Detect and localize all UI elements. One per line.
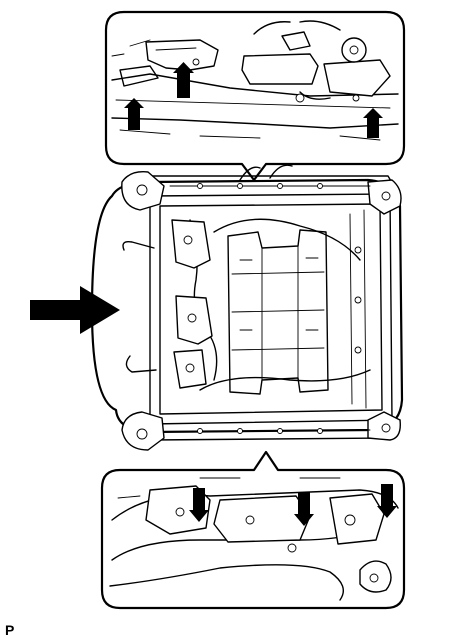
spring-grid (227, 229, 329, 395)
arrow-icon (30, 286, 120, 334)
bottom-detail-mechanism (109, 477, 399, 601)
bottom-detail-callout (100, 450, 406, 610)
arrow-icon (363, 108, 383, 138)
rail-holes (197, 183, 323, 434)
top-detail-mechanism (111, 20, 399, 141)
arrow-icon (173, 62, 194, 98)
arrow-icon (294, 492, 314, 526)
arrow-icon (377, 484, 397, 518)
top-detail-callout (104, 10, 406, 182)
figure-code: P (5, 622, 15, 638)
arrow-icon (189, 488, 209, 522)
arrow-icon (124, 98, 144, 130)
seat-cushion-frame-icon (90, 164, 404, 451)
